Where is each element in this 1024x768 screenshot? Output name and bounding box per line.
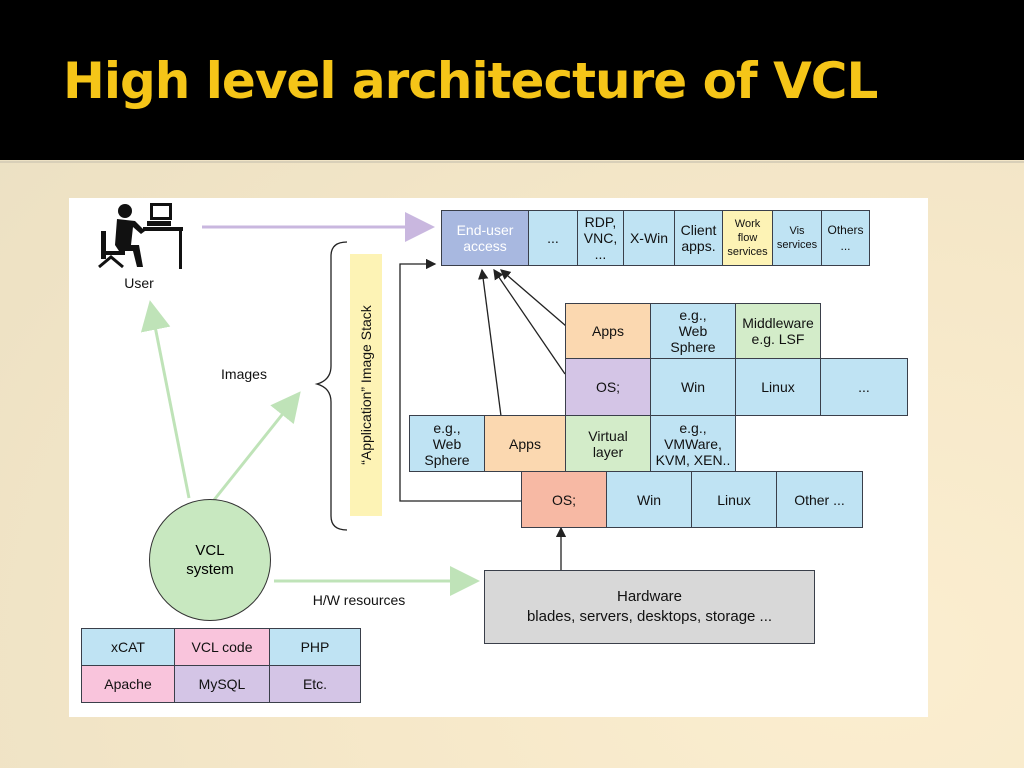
middleware-box: Middleware e.g. LSF (735, 303, 821, 359)
access-ellipsis-box: ... (528, 210, 578, 266)
others-box: Others ... (821, 210, 870, 266)
user-workstation-icon (98, 203, 183, 269)
lower-linux-box: Linux (691, 471, 777, 528)
upper-ellipsis-box: ... (820, 358, 908, 416)
architecture-diagram: User Images “Application” Image Stack En… (69, 198, 928, 717)
lower-os-box: OS; (521, 471, 607, 528)
slide-title: High level architecture of VCL (63, 52, 878, 110)
upper-apps-box: Apps (565, 303, 651, 359)
diagram-connectors (140, 212, 610, 596)
virtual-layer-box: Virtual layer (565, 415, 651, 472)
vis-services-box: Vis services (772, 210, 822, 266)
title-divider (0, 161, 1024, 163)
hardware-box: Hardware blades, servers, desktops, stor… (484, 570, 815, 644)
lower-win-box: Win (606, 471, 692, 528)
component-etc: Etc. (269, 665, 361, 703)
workflow-services-box: Work flow services (722, 210, 773, 266)
component-mysql: MySQL (174, 665, 270, 703)
upper-win-box: Win (650, 358, 736, 416)
component-vcl-code: VCL code (174, 628, 270, 666)
component-apache: Apache (81, 665, 175, 703)
component-php: PHP (269, 628, 361, 666)
end-user-access-box: End-user access (441, 210, 529, 266)
lower-other-box: Other ... (776, 471, 863, 528)
upper-websphere-box: e.g., Web Sphere (650, 303, 736, 359)
vcl-system-circle: VCL system (149, 499, 271, 621)
stack-label: “Application” Image Stack (358, 305, 374, 465)
x-win-box: X-Win (623, 210, 675, 266)
hw-resources-label: H/W resources (312, 592, 406, 608)
mid-apps-box: Apps (484, 415, 566, 472)
images-label: Images (221, 366, 267, 382)
user-label: User (124, 275, 154, 291)
component-xcat: xCAT (81, 628, 175, 666)
title-bar: High level architecture of VCL (0, 0, 1024, 160)
upper-linux-box: Linux (735, 358, 821, 416)
client-apps-box: Client apps. (674, 210, 723, 266)
rdp-vnc-box: RDP, VNC, ... (577, 210, 624, 266)
hypervisor-box: e.g., VMWare, KVM, XEN.. (650, 415, 736, 472)
application-image-stack: “Application” Image Stack (350, 254, 382, 516)
upper-os-box: OS; (565, 358, 651, 416)
mid-websphere-box: e.g., Web Sphere (409, 415, 485, 472)
